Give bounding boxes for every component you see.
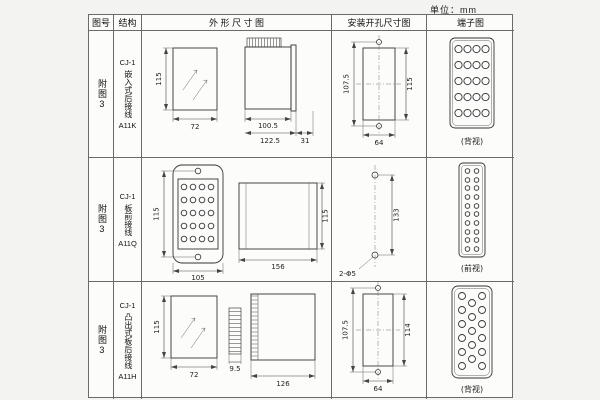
side-view: 126 — [250, 293, 315, 388]
terminal-diagram-row1: (背视) — [449, 37, 494, 146]
dimension-label: 122.5 — [259, 137, 279, 145]
structure-cell-row1: CJ-1 嵌入式后接线 A11K — [114, 31, 142, 158]
header-figure: 图号 — [89, 15, 114, 31]
spec-table: 图号 结构 外 形 尺 寸 图 安装开孔尺寸图 端子图 附图3 CJ-1 嵌入式… — [88, 14, 514, 399]
mounting-drawing-row1: 107.5 115 64 — [342, 34, 414, 147]
dimension-label: 114 — [404, 323, 412, 337]
outline-drawing-row3: 115 72 9.5 126 — [153, 293, 315, 388]
model-label: CJ-1 — [119, 58, 136, 67]
header-figure-label: 图号 — [91, 18, 110, 28]
figure-number: 附图3 — [96, 325, 107, 356]
dimension-label: 107.5 — [342, 73, 350, 93]
outline-drawing-row1: 115 72 100.5 122.5 31 — [155, 37, 313, 145]
dimension-label: 115 — [321, 209, 329, 222]
dimension-label: 115 — [152, 207, 160, 220]
dimension-label: 9.5 — [229, 365, 240, 373]
terminal-diagram-row3: (背视) — [451, 285, 492, 394]
outline-cell-row1: 115 72 100.5 122.5 31 — [142, 31, 332, 158]
view-label: (背视) — [460, 384, 482, 394]
terminal-pins — [457, 292, 486, 370]
dimension-label: 115 — [406, 77, 414, 90]
dimension-label: 156 — [271, 263, 285, 271]
front-view: 115 105 — [152, 164, 223, 282]
dimension-label: 64 — [373, 385, 382, 393]
dimension-label: 115 — [155, 72, 163, 85]
unit-label: 单位：mm — [430, 5, 477, 15]
header-mounting: 安装开孔尺寸图 — [332, 15, 427, 31]
dimension-label: 107.5 — [341, 320, 349, 340]
mounting-drawing-row3: 107.5 114 64 — [341, 282, 412, 393]
dimension-label: 72 — [189, 371, 198, 379]
header-terminal-label: 端子图 — [456, 18, 484, 28]
code-label: A11Q — [118, 238, 137, 248]
view-label: (前视) — [460, 263, 482, 273]
mounting-cell-row3: 107.5 114 64 — [332, 282, 427, 399]
dimension-label: 115 — [153, 320, 161, 333]
outline-cell-row2: 115 105 156 115 — [142, 158, 332, 282]
dimension-label: 31 — [300, 137, 309, 145]
dimension-label: 105 — [191, 274, 204, 282]
model-label: CJ-1 — [119, 300, 136, 310]
code-label: A11K — [118, 121, 137, 130]
dimension-label: 133 — [392, 208, 400, 221]
terminal-cell-row2: (前视) — [427, 158, 514, 282]
terminal-comb: 9.5 — [228, 307, 241, 373]
outline-cell-row3: 115 72 9.5 126 — [142, 282, 332, 399]
terminal-pins — [180, 183, 214, 243]
structure-cell-row2: CJ-1 板前接线 A11Q — [114, 158, 142, 282]
header-structure-label: 结构 — [118, 18, 137, 28]
header-outline: 外 形 尺 寸 图 — [142, 15, 332, 31]
mounting-cell-row1: 107.5 115 64 — [332, 31, 427, 158]
code-label: A11H — [118, 371, 137, 381]
dimension-label: 100.5 — [257, 122, 277, 130]
mounting-drawing-row2: 133 2-Φ5 — [339, 165, 400, 278]
terminal-pins — [453, 44, 490, 117]
terminal-diagram-row2: (前视) — [458, 162, 485, 273]
header-mounting-label: 安装开孔尺寸图 — [347, 18, 411, 28]
side-view: 100.5 122.5 31 — [244, 37, 313, 145]
dimension-label: 126 — [276, 380, 290, 388]
view-label: (背视) — [460, 136, 482, 146]
figure-cell-row3: 附图3 — [89, 282, 114, 399]
figure-number: 附图3 — [96, 204, 107, 235]
mount-type-label: 嵌入式后接线 — [123, 70, 133, 118]
mounting-cell-row2: 133 2-Φ5 — [332, 158, 427, 282]
terminal-cell-row1: (背视) — [427, 31, 514, 158]
mount-type-label: 凸出式板后接线 — [123, 312, 133, 369]
side-view: 156 115 — [238, 182, 329, 271]
dimension-label: 72 — [190, 123, 199, 131]
header-outline-label: 外 形 尺 寸 图 — [208, 18, 264, 28]
front-view: 115 72 — [153, 295, 217, 379]
hole-note-label: 2-Φ5 — [339, 270, 356, 278]
terminal-pins — [464, 168, 479, 252]
figure-cell-row1: 附图3 — [89, 31, 114, 158]
dimension-label: 64 — [374, 139, 383, 147]
structure-cell-row3: CJ-1 凸出式板后接线 A11H — [114, 282, 142, 399]
outline-drawing-row2: 115 105 156 115 — [152, 164, 329, 282]
figure-number: 附图3 — [96, 78, 107, 110]
front-view: 115 72 — [155, 47, 217, 131]
header-structure: 结构 — [114, 15, 142, 31]
mount-type-label: 板前接线 — [123, 203, 133, 236]
model-label: CJ-1 — [119, 191, 136, 201]
terminal-cell-row3: (背视) — [427, 282, 514, 399]
header-terminal: 端子图 — [427, 15, 514, 31]
figure-cell-row2: 附图3 — [89, 158, 114, 282]
